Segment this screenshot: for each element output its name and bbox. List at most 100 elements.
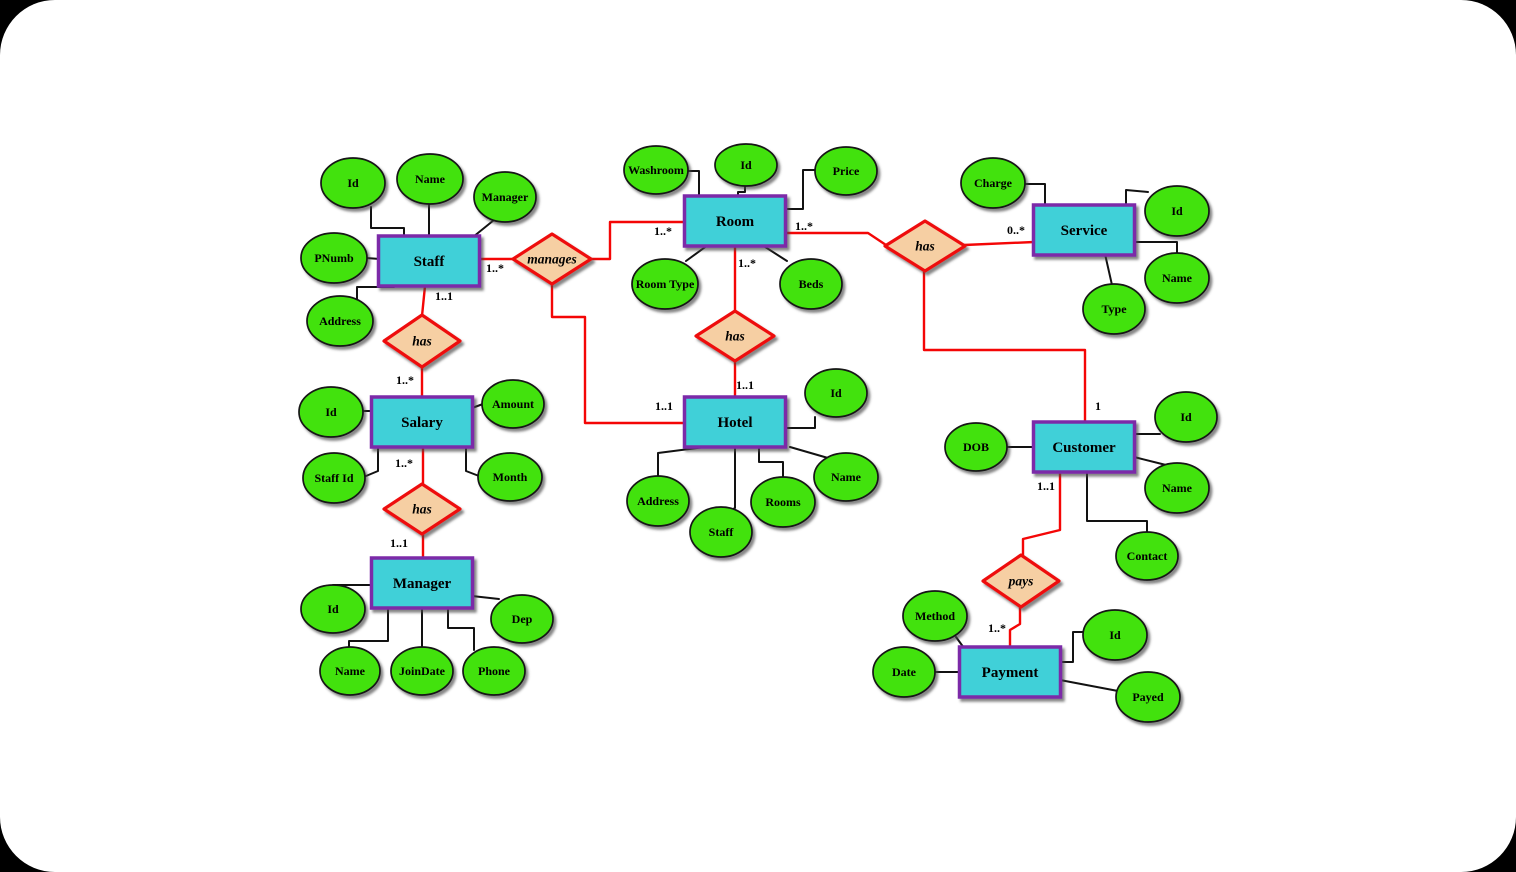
connector-customer-contact-line <box>1086 470 1148 533</box>
card-staff-manages: 1..* <box>486 261 504 275</box>
connector-has4-service-line <box>962 240 1036 247</box>
attribute-label-room-roomtype: Room Type <box>636 277 695 291</box>
attribute-label-salary-staffid: Staff Id <box>314 471 353 485</box>
attribute-label-manager-phone: Phone <box>478 664 511 678</box>
connector-manages-hotel-line <box>550 282 687 425</box>
entity-payment <box>957 645 1063 699</box>
connector-pays-payment-line <box>1008 604 1022 650</box>
attribute-service-id <box>1144 185 1210 237</box>
attribute-salary-staffid <box>302 452 366 504</box>
attribute-label-customer-contact: Contact <box>1127 549 1168 563</box>
connector-manager-dep-line <box>471 595 500 600</box>
entity-room <box>682 194 788 248</box>
card-hotel-has: 1..1 <box>736 378 754 392</box>
attribute-staff-manager <box>473 171 537 223</box>
relationship-manages <box>511 232 593 286</box>
attribute-label-manager-joindate: JoinDate <box>399 664 446 678</box>
attribute-payment-id <box>1082 609 1148 661</box>
attribute-label-staff-manager: Manager <box>482 190 529 204</box>
card-payment-pays: 1..* <box>988 621 1006 635</box>
entity-label-room: Room <box>716 214 755 230</box>
relationship-label-has-staff-salary: has <box>412 334 432 349</box>
attribute-manager-joindate <box>390 646 454 696</box>
attribute-room-beds <box>779 258 843 310</box>
card-room-has-service: 1..* <box>795 219 813 233</box>
relationship-has-room-hotel <box>694 309 776 363</box>
connector-service-name-line <box>1133 241 1178 255</box>
attribute-staff-address <box>306 295 374 347</box>
attribute-label-salary-amount: Amount <box>492 397 534 411</box>
card-room-manages: 1..* <box>654 224 672 238</box>
entity-service <box>1031 203 1137 257</box>
relationship-label-manages: manages <box>527 252 577 267</box>
connector-manager-name-line <box>348 607 389 649</box>
attribute-label-service-type: Type <box>1101 302 1127 316</box>
entity-hotel <box>682 395 788 449</box>
connector-staff-has-line <box>420 284 427 318</box>
entity-label-hotel: Hotel <box>718 415 753 431</box>
attribute-hotel-staff <box>689 506 753 558</box>
card-manager-has: 1..1 <box>390 536 408 550</box>
attribute-label-staff-id: Id <box>347 176 359 190</box>
relationship-label-has-salary-manager: has <box>412 502 432 517</box>
attribute-hotel-address <box>626 475 690 527</box>
attribute-label-room-id: Id <box>740 158 752 172</box>
attribute-label-staff-name: Name <box>415 172 446 186</box>
connector-hotel-address-line <box>657 446 706 478</box>
attribute-customer-contact <box>1115 531 1179 581</box>
attribute-label-hotel-address: Address <box>637 494 679 508</box>
attribute-label-hotel-rooms: Rooms <box>765 495 801 509</box>
connector-manager-phone-line <box>447 607 475 651</box>
attribute-payment-method <box>902 590 968 642</box>
attribute-label-hotel-name: Name <box>831 470 862 484</box>
card-customer-has: 1 <box>1095 399 1101 413</box>
card-hotel-manages: 1..1 <box>655 399 673 413</box>
connector-hotel-staff-line <box>723 445 736 515</box>
attribute-label-customer-name: Name <box>1162 481 1193 495</box>
relationship-label-has-room-service: has <box>915 239 935 254</box>
attribute-staff-id <box>320 157 386 209</box>
entity-label-customer: Customer <box>1052 440 1116 456</box>
relationship-has-room-service <box>883 219 967 273</box>
entity-label-service: Service <box>1061 223 1108 239</box>
relationship-label-pays: pays <box>1008 574 1034 589</box>
attribute-label-customer-dob: DOB <box>963 440 989 454</box>
attribute-payment-payed <box>1115 671 1181 723</box>
attribute-room-roomtype <box>631 258 699 310</box>
connector-service-type-line <box>1104 253 1113 286</box>
attribute-label-service-id: Id <box>1171 204 1183 218</box>
attribute-hotel-name <box>813 452 879 502</box>
attribute-label-payment-payed: Payed <box>1132 690 1164 704</box>
attribute-label-room-washroom: Washroom <box>628 163 684 177</box>
attribute-label-manager-name: Name <box>335 664 366 678</box>
card-service-has: 0..* <box>1007 223 1025 237</box>
connector-staff-id-line <box>370 206 405 238</box>
connector-hotel-name-line <box>789 446 829 459</box>
connector-hotel-rooms-line <box>758 445 784 479</box>
attribute-manager-name <box>319 646 381 696</box>
attribute-manager-id <box>300 584 366 634</box>
attribute-label-manager-dep: Dep <box>512 612 533 626</box>
entity-staff <box>376 234 482 288</box>
connector-room-has4-line <box>784 231 888 247</box>
card-room-has-hotel: 1..* <box>738 256 756 270</box>
attribute-label-hotel-staff: Staff <box>709 525 735 539</box>
attribute-label-salary-month: Month <box>493 470 528 484</box>
connector-service-charge-line <box>1024 183 1046 207</box>
attribute-customer-id <box>1154 391 1218 443</box>
entity-customer <box>1031 420 1137 474</box>
connector-has4-customer-line <box>922 269 1087 425</box>
connector-staff-manager-line <box>472 219 495 238</box>
attribute-label-room-beds: Beds <box>799 277 824 291</box>
entity-label-salary: Salary <box>401 415 443 431</box>
attribute-service-charge <box>960 157 1026 209</box>
attribute-salary-month <box>477 452 543 502</box>
attribute-room-washroom <box>623 145 689 195</box>
attribute-label-hotel-id: Id <box>830 386 842 400</box>
attribute-label-payment-id: Id <box>1109 628 1121 642</box>
connector-room-washroom-line <box>685 170 700 198</box>
connector-customer-pays-line <box>1021 470 1062 558</box>
attribute-customer-name <box>1144 462 1210 514</box>
attribute-service-name <box>1144 252 1210 304</box>
